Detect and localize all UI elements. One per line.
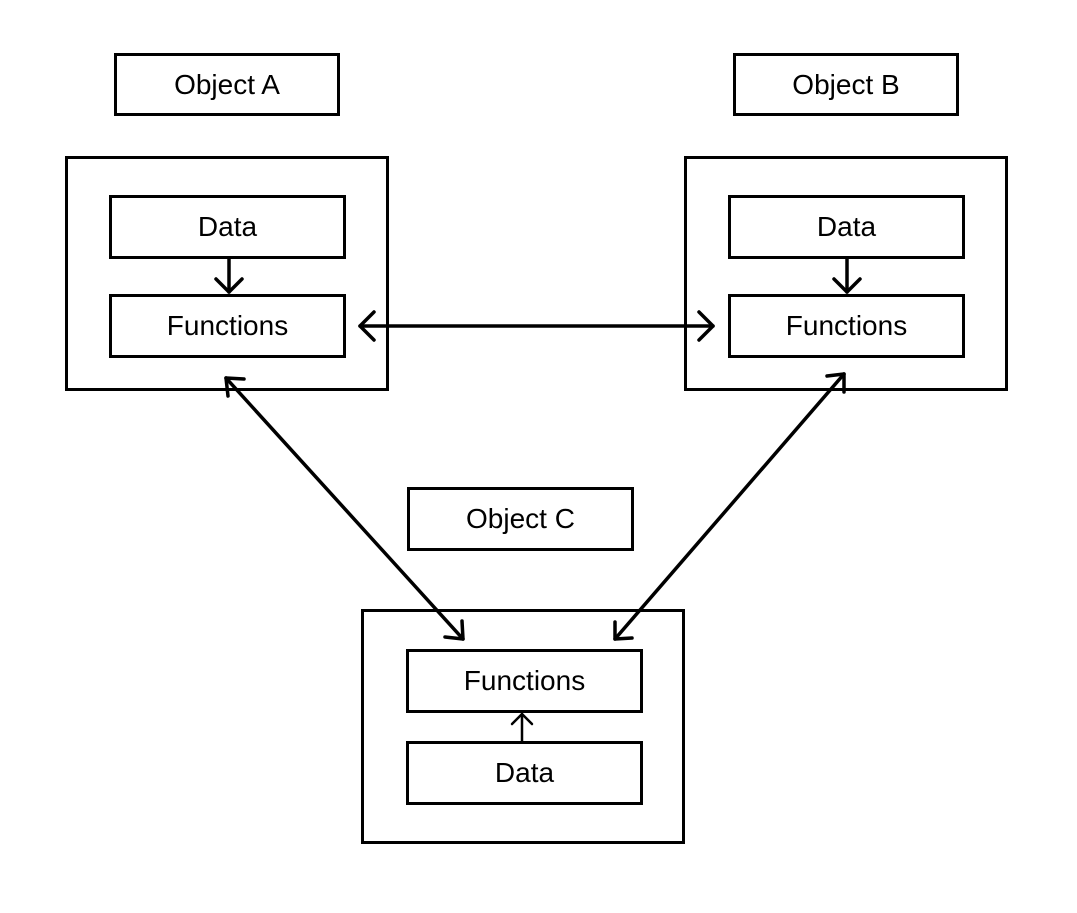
object-a-title-text: Object A bbox=[174, 68, 280, 100]
object-c-data-label: Data bbox=[494, 757, 555, 788]
a-b-functions-double-arrow bbox=[358, 310, 715, 342]
object-a-data-box: Data bbox=[109, 195, 346, 259]
object-b-data-label: Data bbox=[816, 211, 877, 242]
object-c-container bbox=[361, 609, 685, 844]
object-a-functions-box: Functions bbox=[109, 294, 346, 358]
object-b-title: Object B bbox=[733, 53, 959, 116]
object-b-data-box: Data bbox=[728, 195, 965, 259]
b-c-functions-double-arrow bbox=[613, 372, 846, 641]
object-b-functions-box: Functions bbox=[728, 294, 965, 358]
object-a-data-label: Data bbox=[197, 211, 258, 242]
object-b-title-text: Object B bbox=[792, 68, 900, 100]
object-b-functions-label: Functions bbox=[785, 310, 908, 341]
object-a-functions-label: Functions bbox=[166, 310, 289, 341]
object-c-title-text: Object C bbox=[466, 503, 575, 534]
object-c-functions-box: Functions bbox=[406, 649, 643, 713]
object-c-data-box: Data bbox=[406, 741, 643, 805]
object-c-functions-label: Functions bbox=[463, 665, 586, 696]
object-b-container bbox=[684, 156, 1008, 391]
object-c-title: Object C bbox=[407, 487, 634, 551]
object-a-title: Object A bbox=[114, 53, 340, 116]
